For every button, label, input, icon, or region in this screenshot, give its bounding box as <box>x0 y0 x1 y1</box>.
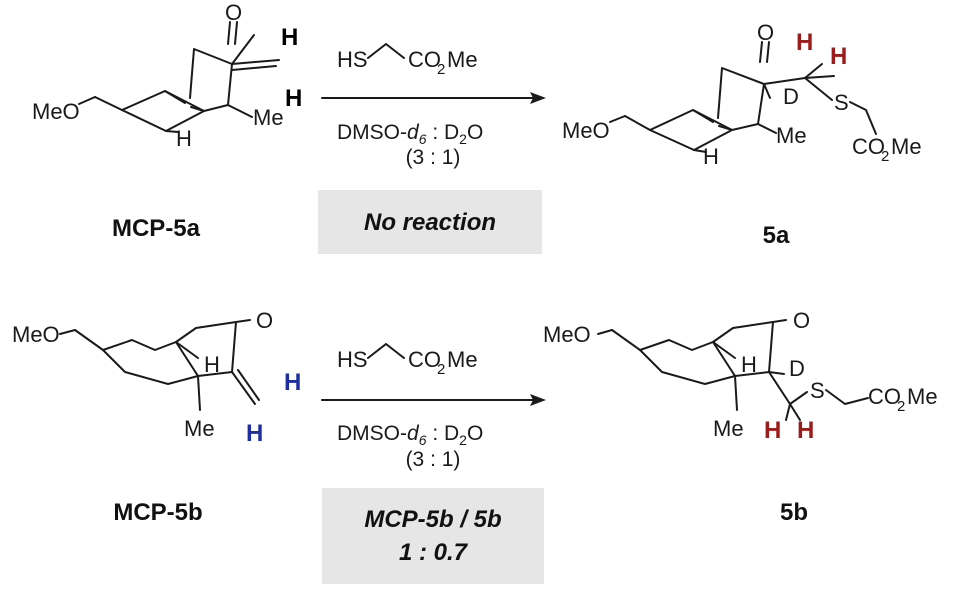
methoxy-label: MeO <box>12 322 60 347</box>
result-box <box>322 488 544 584</box>
ester-me-label: Me <box>447 47 478 72</box>
sulfur-label: S <box>834 90 849 115</box>
ester-me-label: Me <box>907 384 938 409</box>
ester-co-label: CO <box>868 384 901 409</box>
vinyl-h-label: H <box>284 369 301 396</box>
bridgehead-h-label: H <box>204 352 220 377</box>
reactant-label-mcp-5a: MCP-5a <box>112 215 201 242</box>
bridgehead-h-label: H <box>741 352 757 377</box>
oxygen-atom-label: O <box>757 20 774 45</box>
deuteration-site-h-label: H <box>796 29 813 56</box>
bridgehead-h-label: H <box>703 144 719 169</box>
methyl-label: Me <box>253 105 284 130</box>
product-label-5a: 5a <box>763 222 790 249</box>
oxygen-atom-label: O <box>793 308 810 333</box>
oxygen-atom-label: O <box>225 0 242 25</box>
deuteration-site-h-label: H <box>830 43 847 70</box>
ester-subscript: 2 <box>897 398 905 415</box>
product-label-5b: 5b <box>780 499 808 526</box>
solvent-label: DMSO-d6 : D2O <box>337 422 483 448</box>
ester-co-label: CO <box>408 47 441 72</box>
sulfur-label: S <box>810 378 825 403</box>
reaction-arrow <box>321 394 546 406</box>
ester-subscript: 2 <box>881 148 889 165</box>
deuteration-site-h-label: H <box>764 417 781 444</box>
methyl-label: Me <box>713 416 744 441</box>
result-ratio-title: MCP-5b / 5b <box>364 506 501 533</box>
vinyl-h-label: H <box>285 85 302 112</box>
thiol-reagent-structure <box>367 43 405 59</box>
deuteration-site-h-label: H <box>797 417 814 444</box>
reactant-label-mcp-5b: MCP-5b <box>113 499 202 526</box>
methoxy-label: MeO <box>562 118 610 143</box>
ester-co-label: CO <box>408 347 441 372</box>
ester-subscript: 2 <box>437 61 445 78</box>
deuterium-label: D <box>789 356 805 381</box>
product-5a-structure <box>609 41 877 153</box>
bridgehead-h-label: H <box>176 126 192 151</box>
oxygen-atom-label: O <box>256 308 273 333</box>
deuterium-label: D <box>783 84 799 109</box>
reactant-mcp-5a-structure <box>78 21 280 133</box>
solvent-ratio: (3 : 1) <box>406 448 461 471</box>
thiol-hs-label: HS <box>337 47 368 72</box>
ester-co-label: CO <box>852 134 885 159</box>
methoxy-label: MeO <box>32 99 80 124</box>
solvent-ratio: (3 : 1) <box>406 146 461 169</box>
product-5b-structure <box>597 319 869 421</box>
vinyl-h-label: H <box>246 420 263 447</box>
result-text-no-reaction: No reaction <box>364 209 496 236</box>
vinyl-h-label: H <box>281 24 298 51</box>
solvent-label: DMSO-d6 : D2O <box>337 121 483 147</box>
thiol-reagent-structure <box>367 343 405 359</box>
ester-me-label: Me <box>891 134 922 159</box>
result-ratio-value: 1 : 0.7 <box>399 539 469 566</box>
result-box <box>318 190 542 254</box>
reactant-mcp-5b-structure <box>59 319 260 411</box>
methyl-label: Me <box>184 416 215 441</box>
ester-me-label: Me <box>447 347 478 372</box>
reaction-arrow <box>321 92 546 104</box>
methyl-label: Me <box>776 123 807 148</box>
ester-subscript: 2 <box>437 361 445 378</box>
methoxy-label: MeO <box>543 322 591 347</box>
thiol-hs-label: HS <box>337 347 368 372</box>
